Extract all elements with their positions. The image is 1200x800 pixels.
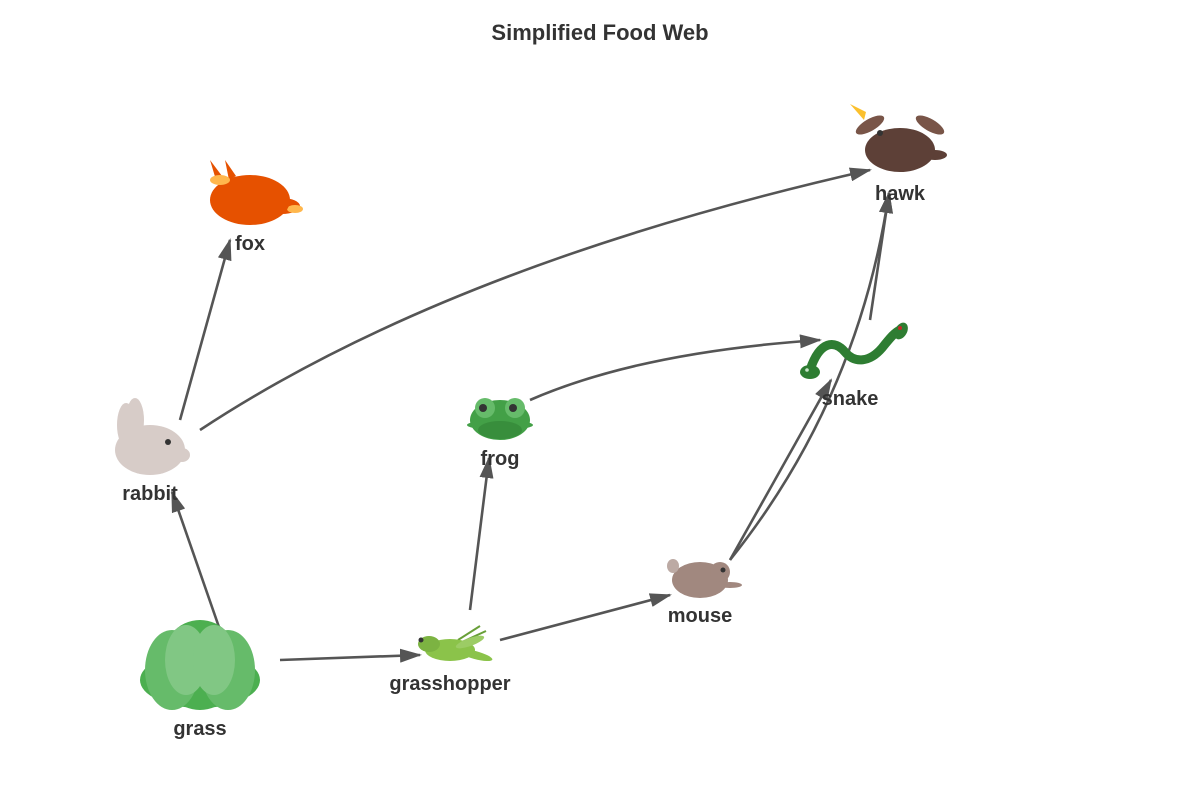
node-rabbit: rabbit <box>115 398 190 505</box>
frog-icon <box>467 398 533 440</box>
edge-grasshopper-to-mouse <box>499 593 672 642</box>
edge-snake-to-hawk <box>868 191 893 321</box>
edge-rabbit-to-hawk <box>199 167 872 432</box>
hawk-icon <box>850 104 947 172</box>
edge-grass-to-grasshopper <box>279 648 422 663</box>
node-label-fox: fox <box>235 233 265 255</box>
node-label-grasshopper: grasshopper <box>389 673 510 695</box>
grasshopper-icon <box>418 625 493 662</box>
node-label-snake: snake <box>822 388 879 410</box>
edge-rabbit-to-fox <box>178 238 232 421</box>
edge-mouse-to-hawk <box>728 191 893 561</box>
edge-grasshopper-to-frog <box>468 456 494 611</box>
node-hawk: hawk <box>850 104 947 205</box>
node-fox: fox <box>210 160 303 255</box>
node-snake: snake <box>800 322 908 410</box>
edge-mouse-to-snake <box>728 378 833 561</box>
node-label-hawk: hawk <box>875 183 926 205</box>
snake-icon <box>800 322 908 379</box>
fox-icon <box>210 160 303 225</box>
node-mouse: mouse <box>667 559 742 627</box>
grass-icon <box>140 620 260 710</box>
node-frog: frog <box>467 398 533 470</box>
node-label-grass: grass <box>173 718 226 740</box>
diagram-title: Simplified Food Web <box>491 20 708 45</box>
mouse-icon <box>667 559 742 598</box>
rabbit-icon <box>115 398 190 475</box>
node-grass: grass <box>140 620 260 740</box>
edge-frog-to-snake <box>529 334 822 402</box>
node-label-mouse: mouse <box>668 605 732 627</box>
node-grasshopper: grasshopper <box>389 625 511 695</box>
edge-layer <box>170 167 893 663</box>
node-label-rabbit: rabbit <box>122 483 178 505</box>
node-label-frog: frog <box>481 448 520 470</box>
edge-grass-to-rabbit <box>170 490 222 631</box>
